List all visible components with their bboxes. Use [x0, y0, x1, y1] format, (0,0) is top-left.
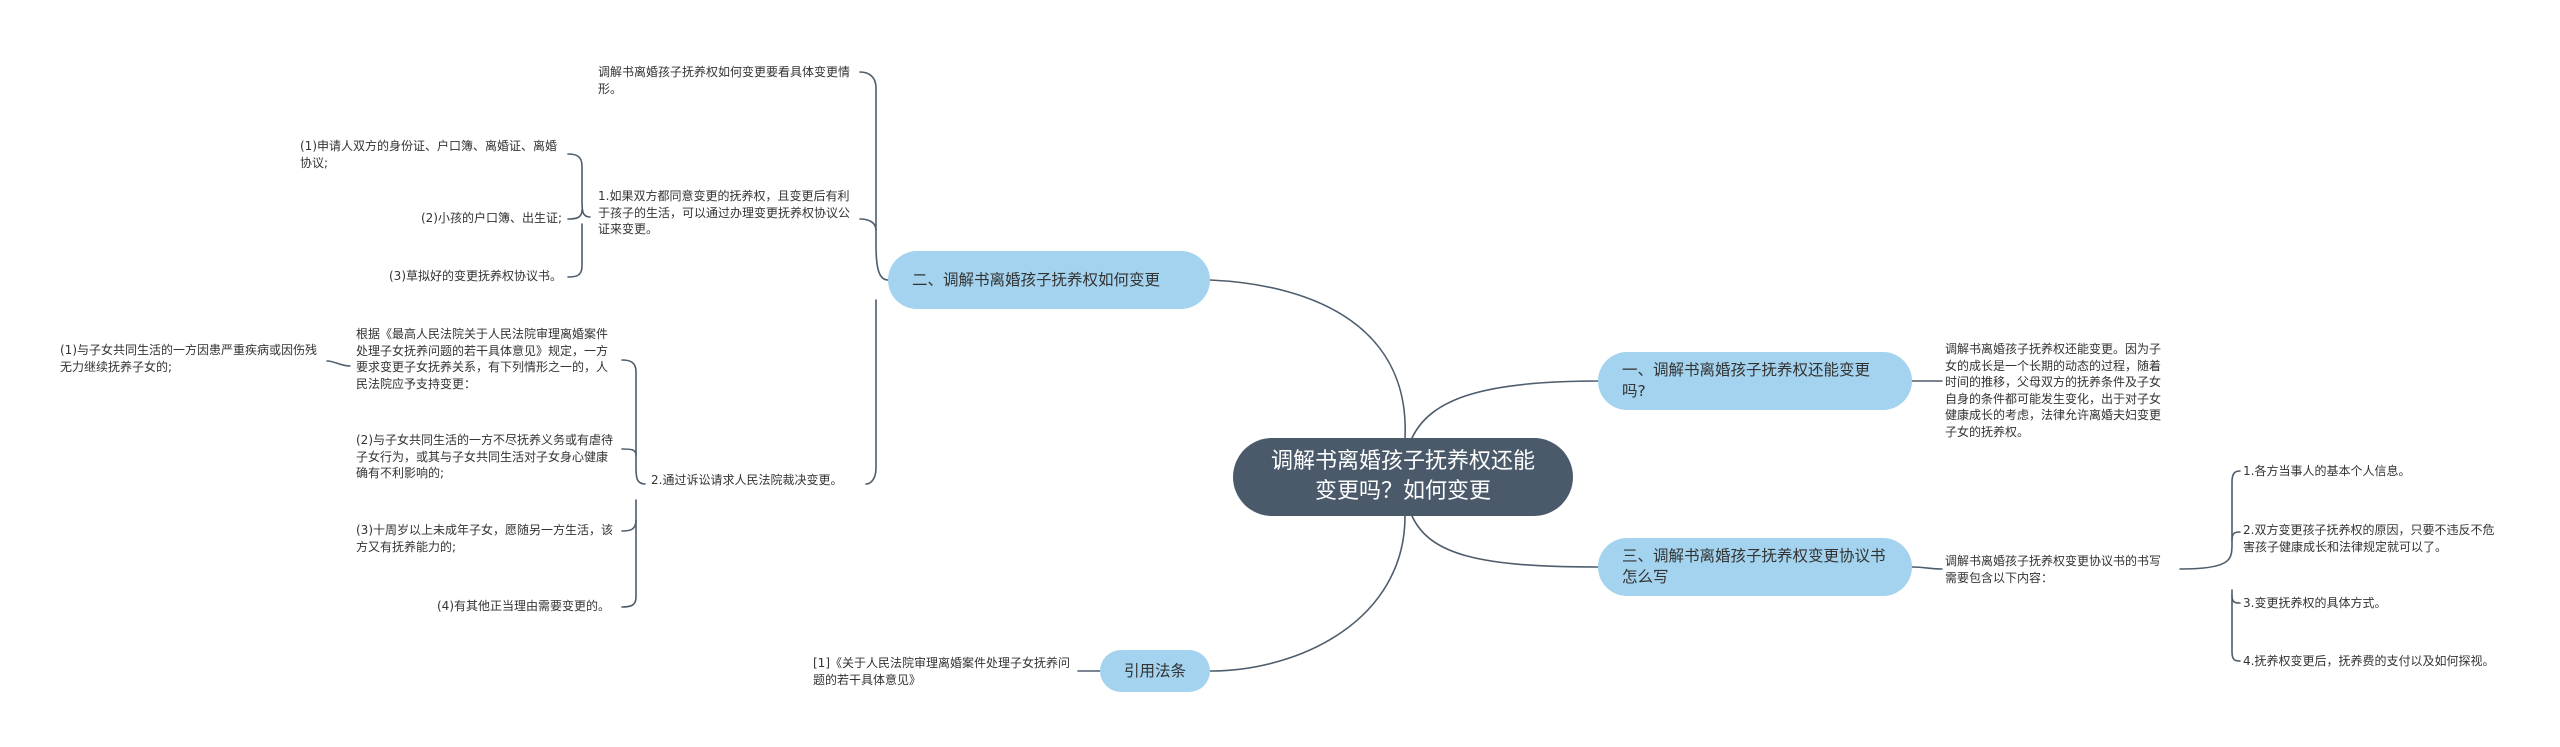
agreement-content-2: 2.双方变更孩子抚养权的原因，只要不违反不危害孩子健康成长和法律规定就可以了。 — [2243, 523, 2495, 554]
branch-cited-law-label: 引用法条 — [1123, 661, 1186, 680]
agreement-content-4: 4.抚养权变更后，抚养费的支付以及如何探视。 — [2243, 654, 2495, 668]
agreement-doc-2: (2)小孩的户口簿、出生证; — [420, 211, 562, 225]
method-litigation: 2.通过诉讼请求人民法院裁决变更。 — [651, 473, 843, 487]
litigation-case-2: (2)与子女共同生活的一方不尽抚养义务或有虐待子女行为，或其与子女共同生活对子女… — [356, 433, 613, 480]
litigation-case-3: (3)十周岁以上未成年子女，愿随另一方生活，该方又有抚养能力的; — [356, 523, 613, 554]
line-item1-sub1 — [567, 153, 591, 218]
line-b3-item1 — [2179, 470, 2241, 570]
line-item2-sub2 — [621, 448, 637, 456]
branch-how-to-change-label: 二、调解书离婚孩子抚养权如何变更 — [912, 270, 1161, 289]
line-b3-item2 — [2231, 531, 2241, 541]
line-b2-note — [859, 71, 889, 281]
line-item1-sub2 — [567, 209, 583, 220]
line-b3-item4 — [2231, 595, 2241, 662]
branch-can-change[interactable]: 一、调解书离婚孩子抚养权还能变更吗? — [1598, 352, 1912, 410]
litigation-case-4: (4)有其他正当理由需要变更的。 — [437, 599, 610, 613]
line-item2-basis — [621, 359, 646, 485]
how-to-change-note: 调解书离婚孩子抚养权如何变更要看具体变更情形。 — [598, 65, 851, 96]
litigation-basis: 根据《最高人民法院关于人民法院审理离婚案件处理子女抚养问题的若干具体意见》规定，… — [356, 327, 609, 391]
branch-agreement-writing[interactable]: 三、调解书离婚孩子抚养权变更协议书怎么写 — [1598, 538, 1912, 596]
branch-can-change-label: 一、调解书离婚孩子抚养权还能变更吗? — [1622, 361, 1871, 400]
line-root-branch4 — [1209, 515, 1406, 672]
line-root-branch3 — [1411, 515, 1599, 568]
agreement-content-3: 3.变更抚养权的具体方式。 — [2243, 596, 2387, 610]
line-b3-item3 — [2231, 589, 2241, 604]
line-item2-sub3 — [621, 499, 637, 532]
branch-cited-law[interactable]: 引用法条 — [1100, 650, 1210, 692]
agreement-writing-intro: 调解书离婚孩子抚养权变更协议书的书写需要包含以下内容： — [1945, 554, 2162, 585]
litigation-case-1: (1)与子女共同生活的一方因患严重疾病或因伤残无力继续抚养子女的; — [60, 343, 317, 374]
root-topic-label: 调解书离婚孩子抚养权还能变更吗？如何变更 — [1270, 449, 1535, 504]
branch-how-to-change[interactable]: 二、调解书离婚孩子抚养权如何变更 — [888, 251, 1210, 309]
line-b3-leaf — [1911, 566, 1943, 570]
line-basis-sub1 — [326, 360, 351, 367]
method-agreement: 1.如果双方都同意变更的抚养权，且变更后有利于孩子的生活，可以通过办理变更抚养权… — [598, 189, 851, 236]
agreement-content-1: 1.各方当事人的基本个人信息。 — [2243, 464, 2411, 478]
line-item1-sub3 — [567, 223, 583, 278]
root-topic[interactable]: 调解书离婚孩子抚养权还能变更吗？如何变更 — [1233, 438, 1573, 516]
branch-agreement-writing-label: 三、调解书离婚孩子抚养权变更协议书怎么写 — [1622, 547, 1886, 586]
line-b2-item1 — [859, 218, 877, 231]
cited-law-ref: [1]《关于人民法院审理离婚案件处理子女抚养问题的若干具体意见》 — [813, 656, 1070, 687]
can-change-detail: 调解书离婚孩子抚养权还能变更。因为子女的成长是一个长期的动态的过程，随着时间的推… — [1945, 342, 2162, 439]
line-b2-item2 — [865, 299, 877, 485]
line-root-branch2 — [1209, 279, 1406, 439]
agreement-doc-1: (1)申请人双方的身份证、户口簿、离婚证、离婚协议; — [300, 139, 557, 170]
line-root-branch1 — [1411, 380, 1599, 439]
agreement-doc-3: (3)草拟好的变更抚养权协议书。 — [389, 269, 562, 283]
line-item2-sub4 — [621, 519, 637, 608]
